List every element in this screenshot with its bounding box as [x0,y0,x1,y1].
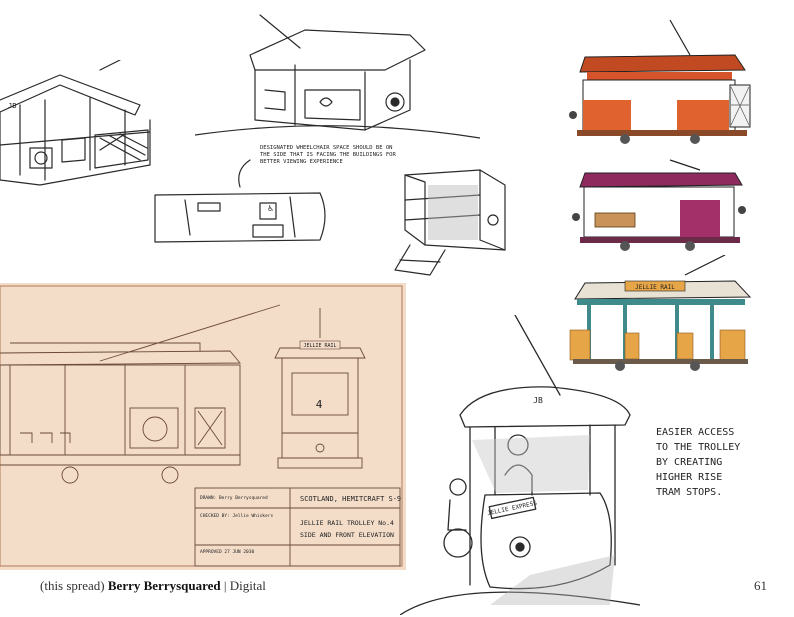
trolley-cutaway-sketch [195,14,480,139]
wheelchair-icon: ♿ [268,204,274,214]
roof-badge-label: JB [8,102,16,110]
trolley-perspective-sketch: JB [0,60,151,186]
trolley-ramp-sketch [394,169,506,276]
blueprint-approved: APPROVED 27 JUN 2030 [200,549,254,555]
roof-emblem-label: JB [533,396,543,405]
easier-access-note: EASIER ACCESS TO THE TROLLEY BY CREATING… [656,425,788,500]
trolley-plan-view-sketch: ♿ DESIGNATED WHEELCHAIR SPACE SHOULD BE … [154,145,396,243]
page-number: 61 [754,578,767,593]
caption-separator: | [223,578,227,593]
easier-access-line-4: HIGHER RISE [656,472,723,483]
easier-access-line-5: TRAM STOPS. [656,487,723,498]
blueprint-dest-sign: JELLIE RAIL [303,343,336,349]
blueprint-elevation-drawing: JELLIE RAIL 4 SCOTLAND, HEMITCRAFT S-9 J… [0,283,406,570]
blueprint-front-number: 4 [316,398,323,411]
easier-access-line-3: BY CREATING [656,457,723,468]
caption-author: Berry Berrysquared [107,578,221,593]
tram-color-study-teal: JELLIE RAIL [569,255,752,371]
blueprint-title-line1: SCOTLAND, HEMITCRAFT S-9 [300,495,401,503]
trolley-passenger-sketch: JELLIE EXPRESS JB [400,315,640,615]
blueprint-title-line2: JELLIE RAIL TROLLEY No.4 [300,519,394,527]
page-caption: (this spread) Berry Berrysquared | Digit… [40,578,266,594]
caption-prefix: (this spread) [40,578,105,593]
easier-access-line-1: EASIER ACCESS [656,427,735,438]
tram-sign-jellie-rail: JELLIE RAIL [635,284,675,291]
tram-color-study-orange [569,19,751,144]
blueprint-drawn-by: DRAWN: Berry Berrysquared [200,495,268,501]
wheelchair-space-note: DESIGNATED WHEELCHAIR SPACE SHOULD BE ON… [260,145,396,165]
caption-medium: Digital [229,578,266,593]
blueprint-checked-by: CHECKED BY: Jellie Whiskers [200,513,273,519]
blueprint-title-line3: SIDE AND FRONT ELEVATION [300,531,394,539]
tram-color-study-magenta [572,159,746,251]
easier-access-line-2: TO THE TROLLEY [656,442,741,453]
